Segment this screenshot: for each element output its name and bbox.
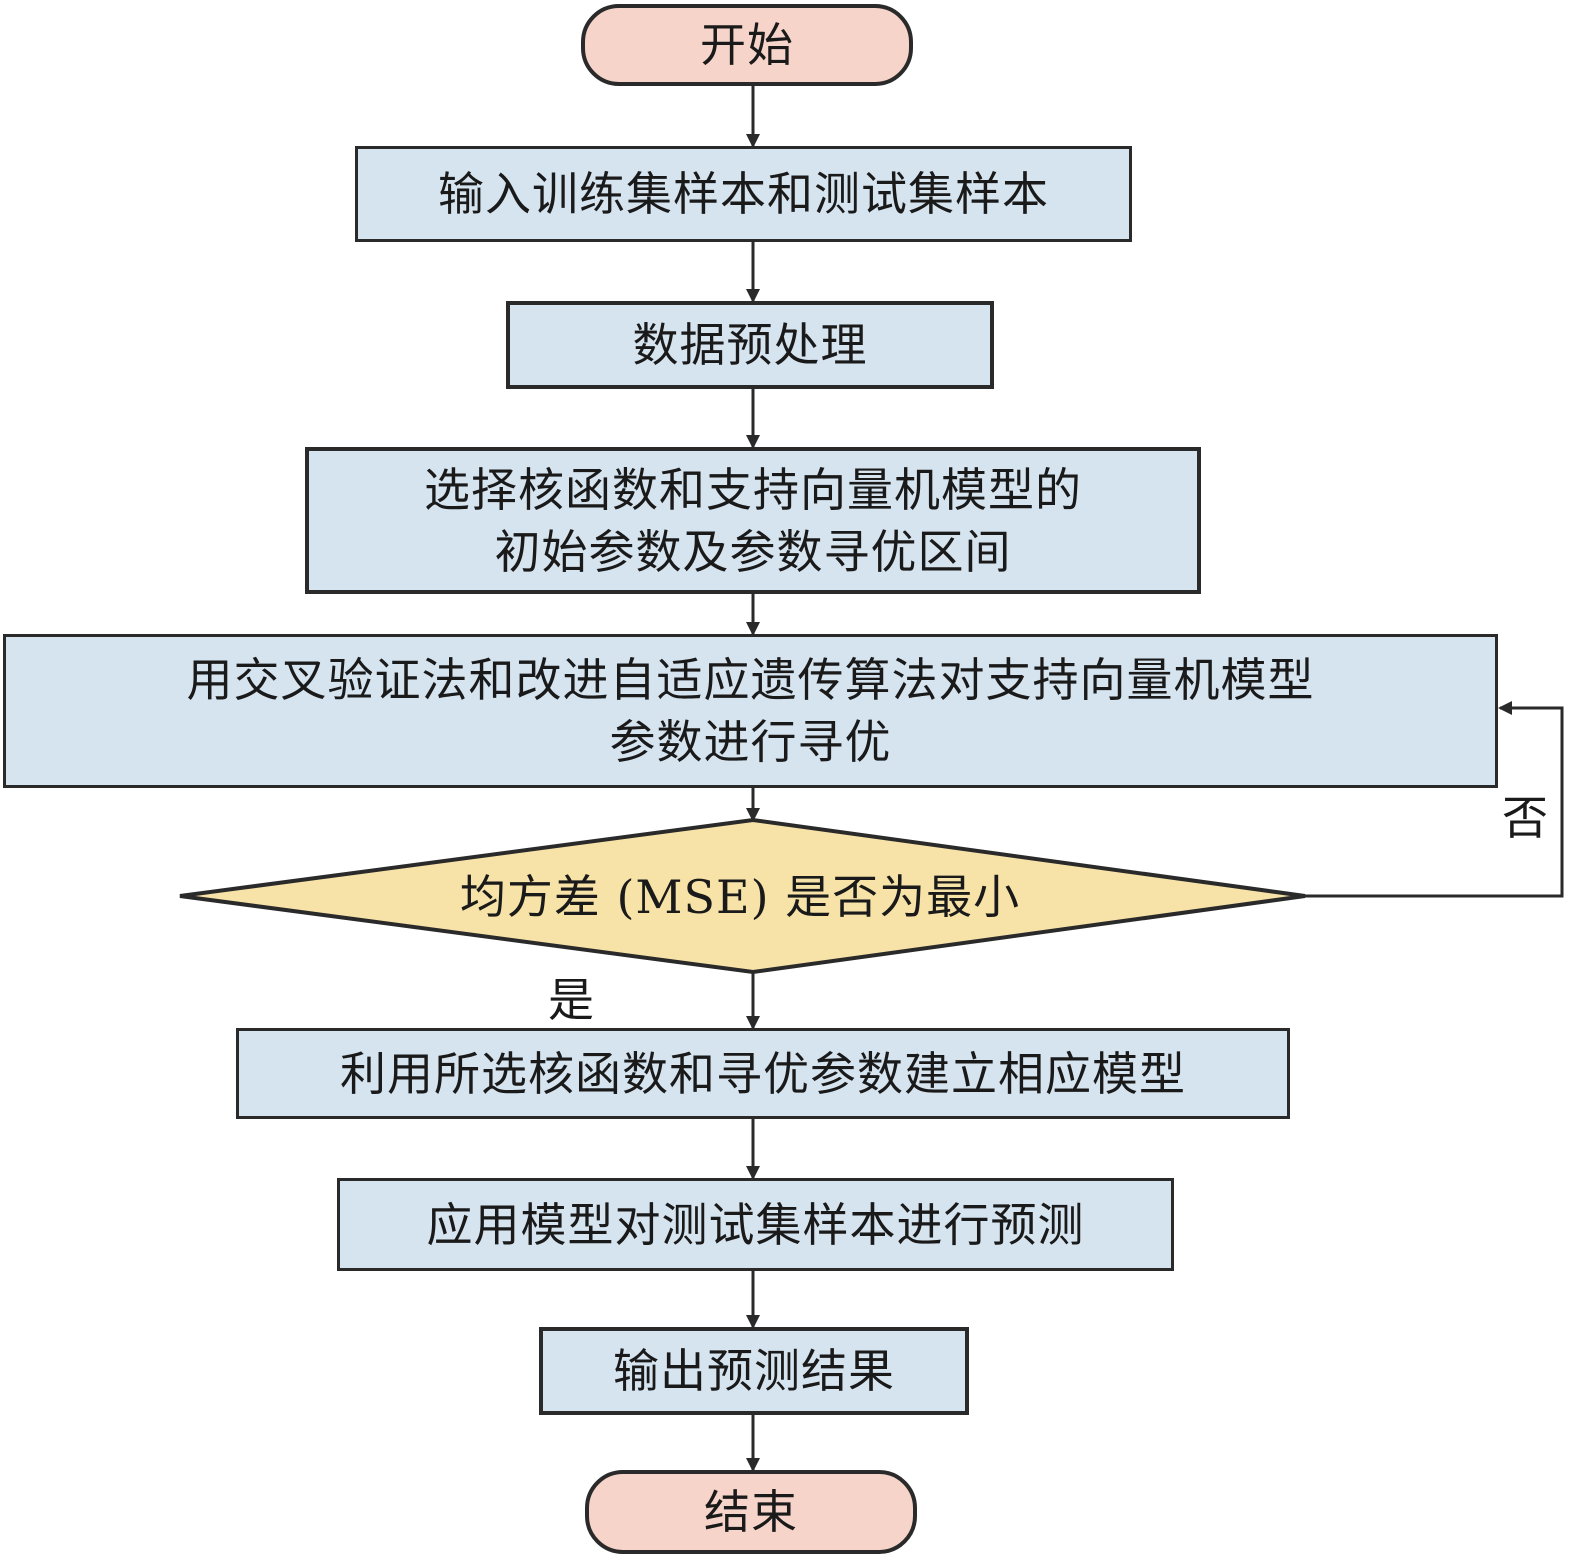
output-result-label: 输出预测结果	[613, 1344, 895, 1398]
start-terminal: 开始	[581, 4, 913, 86]
optimize-parameters-step: 用交叉验证法和改进自适应遗传算法对支持向量机模型 参数进行寻优	[3, 634, 1498, 788]
yes-edge-label: 是	[548, 973, 594, 1027]
apply-model-label: 应用模型对测试集样本进行预测	[426, 1197, 1085, 1252]
output-result-step: 输出预测结果	[539, 1327, 969, 1415]
end-terminal: 结束	[585, 1470, 917, 1554]
build-model-step: 利用所选核函数和寻优参数建立相应模型	[236, 1028, 1290, 1119]
select-kernel-step: 选择核函数和支持向量机模型的 初始参数及参数寻优区间	[305, 447, 1201, 594]
input-samples-label: 输入训练集样本和测试集样本	[438, 167, 1049, 221]
preprocess-step: 数据预处理	[506, 301, 994, 389]
no-edge-label: 否	[1502, 791, 1548, 845]
optimize-label-line2: 参数进行寻优	[609, 715, 892, 769]
select-kernel-label-line1: 选择核函数和支持向量机模型的	[424, 462, 1082, 517]
start-label: 开始	[700, 18, 794, 72]
select-kernel-label-line2: 初始参数及参数寻优区间	[494, 524, 1012, 579]
preprocess-label: 数据预处理	[632, 318, 868, 372]
input-samples-step: 输入训练集样本和测试集样本	[355, 146, 1132, 242]
apply-model-step: 应用模型对测试集样本进行预测	[337, 1178, 1174, 1271]
build-model-label: 利用所选核函数和寻优参数建立相应模型	[340, 1046, 1186, 1101]
optimize-label-line1: 用交叉验证法和改进自适应遗传算法对支持向量机模型	[186, 653, 1315, 707]
decision-label: 均方差 (MSE) 是否为最小	[459, 870, 1021, 924]
arrow-decision-no-loop	[1305, 701, 1564, 898]
end-label: 结束	[704, 1485, 798, 1539]
